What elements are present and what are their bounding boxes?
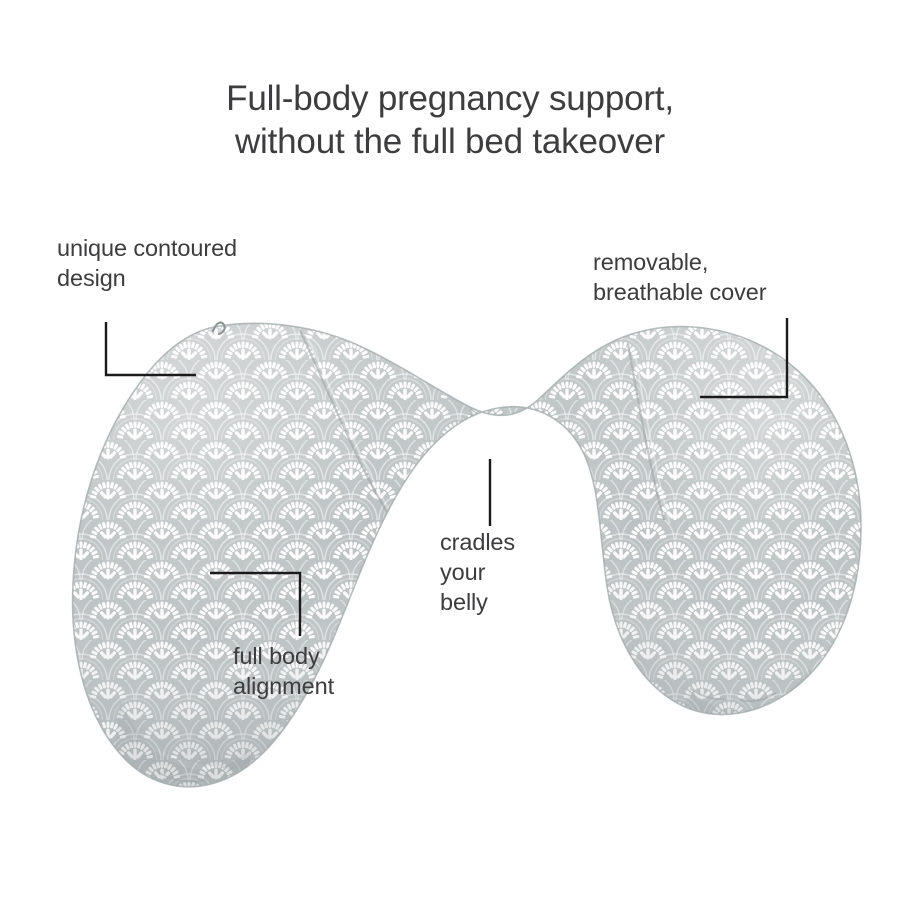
callout-unique-contoured-design: unique contoured design [57,235,238,291]
pillow-highlight-seam [305,333,671,525]
page-title: Full-body pregnancy support, without the… [226,79,674,162]
pillow-seam-pucker [157,687,777,783]
callout-cradles-your-belly: cradles your belly [440,529,516,615]
callout-full-body-alignment: full body alignment [233,643,334,699]
callout-removable-breathable-cover: removable, breathable cover [593,249,767,305]
pillow-outline [71,322,862,788]
fabric-tag-icon [211,321,226,336]
